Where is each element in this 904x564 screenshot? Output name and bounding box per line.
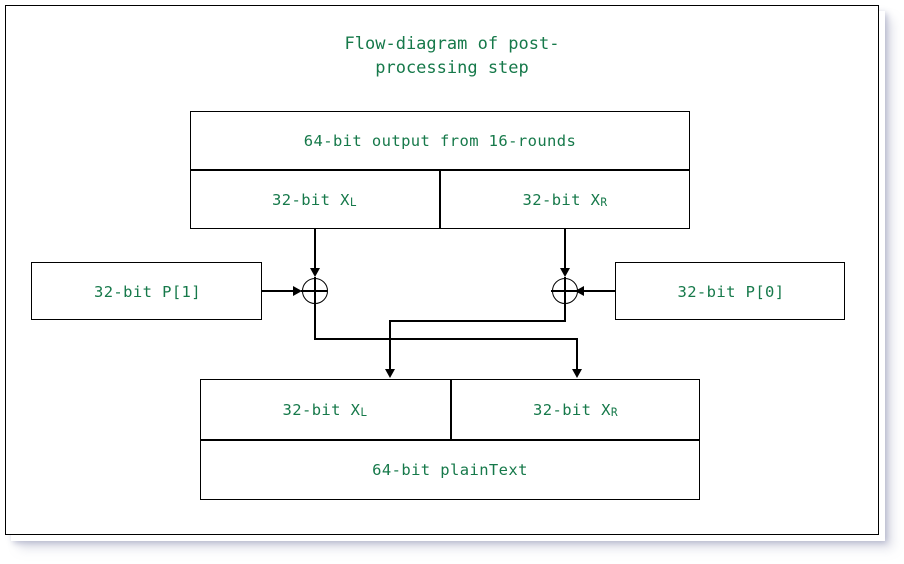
bottom-block-divider — [200, 439, 700, 441]
top-block-xl-subscript: L — [349, 196, 357, 210]
left-subkey-box: 32-bit P[1] — [31, 262, 262, 320]
wire-to-bottom-left-half — [389, 320, 391, 372]
arrowhead-into-bottom-left-half — [384, 369, 395, 378]
wire-xor-right-across-left — [389, 320, 566, 322]
left-subkey-label: 32-bit P[1] — [93, 283, 202, 301]
wire-to-bottom-right-half — [576, 338, 578, 372]
top-block-center-divider — [439, 170, 441, 229]
top-block-divider — [190, 169, 690, 171]
wire-xr-to-xor-right — [564, 229, 566, 273]
wire-p1-to-xor-left — [262, 290, 296, 292]
page-title: Flow-diagram of post- processing step — [344, 34, 560, 78]
bottom-block-xr-subscript: R — [610, 406, 618, 420]
right-subkey-box: 32-bit P[0] — [615, 262, 845, 320]
right-subkey-label: 32-bit P[0] — [677, 283, 785, 301]
wire-xor-right-down — [564, 304, 566, 321]
wire-p0-to-xor-right — [584, 290, 615, 292]
wire-xor-left-across-right — [314, 338, 578, 340]
arrowhead-xr-into-xor-right — [559, 268, 570, 277]
arrowhead-p0-into-xor-right — [575, 285, 584, 296]
bottom-block-xr-text: 32-bit X — [533, 400, 611, 419]
arrowhead-p1-into-xor-left — [293, 285, 302, 296]
top-block-header-label: 64-bit output from 16-rounds — [303, 131, 577, 150]
xor-left-icon — [301, 277, 328, 304]
bottom-block-center-divider — [450, 380, 452, 439]
wire-xl-to-xor-left — [314, 229, 316, 273]
wire-xor-left-down — [314, 304, 316, 340]
top-block-xl-text: 32-bit X — [272, 190, 350, 209]
bottom-block-plaintext-label: 64-bit plainText — [372, 461, 528, 479]
top-block-xr-text: 32-bit X — [522, 190, 601, 209]
bottom-block-xl-text: 32-bit X — [282, 400, 361, 419]
arrowhead-into-bottom-right-half — [571, 369, 582, 378]
bottom-block-xl-subscript: L — [360, 406, 368, 420]
arrowhead-xl-into-xor-left — [309, 268, 320, 277]
top-block-xr-subscript: R — [600, 196, 608, 210]
